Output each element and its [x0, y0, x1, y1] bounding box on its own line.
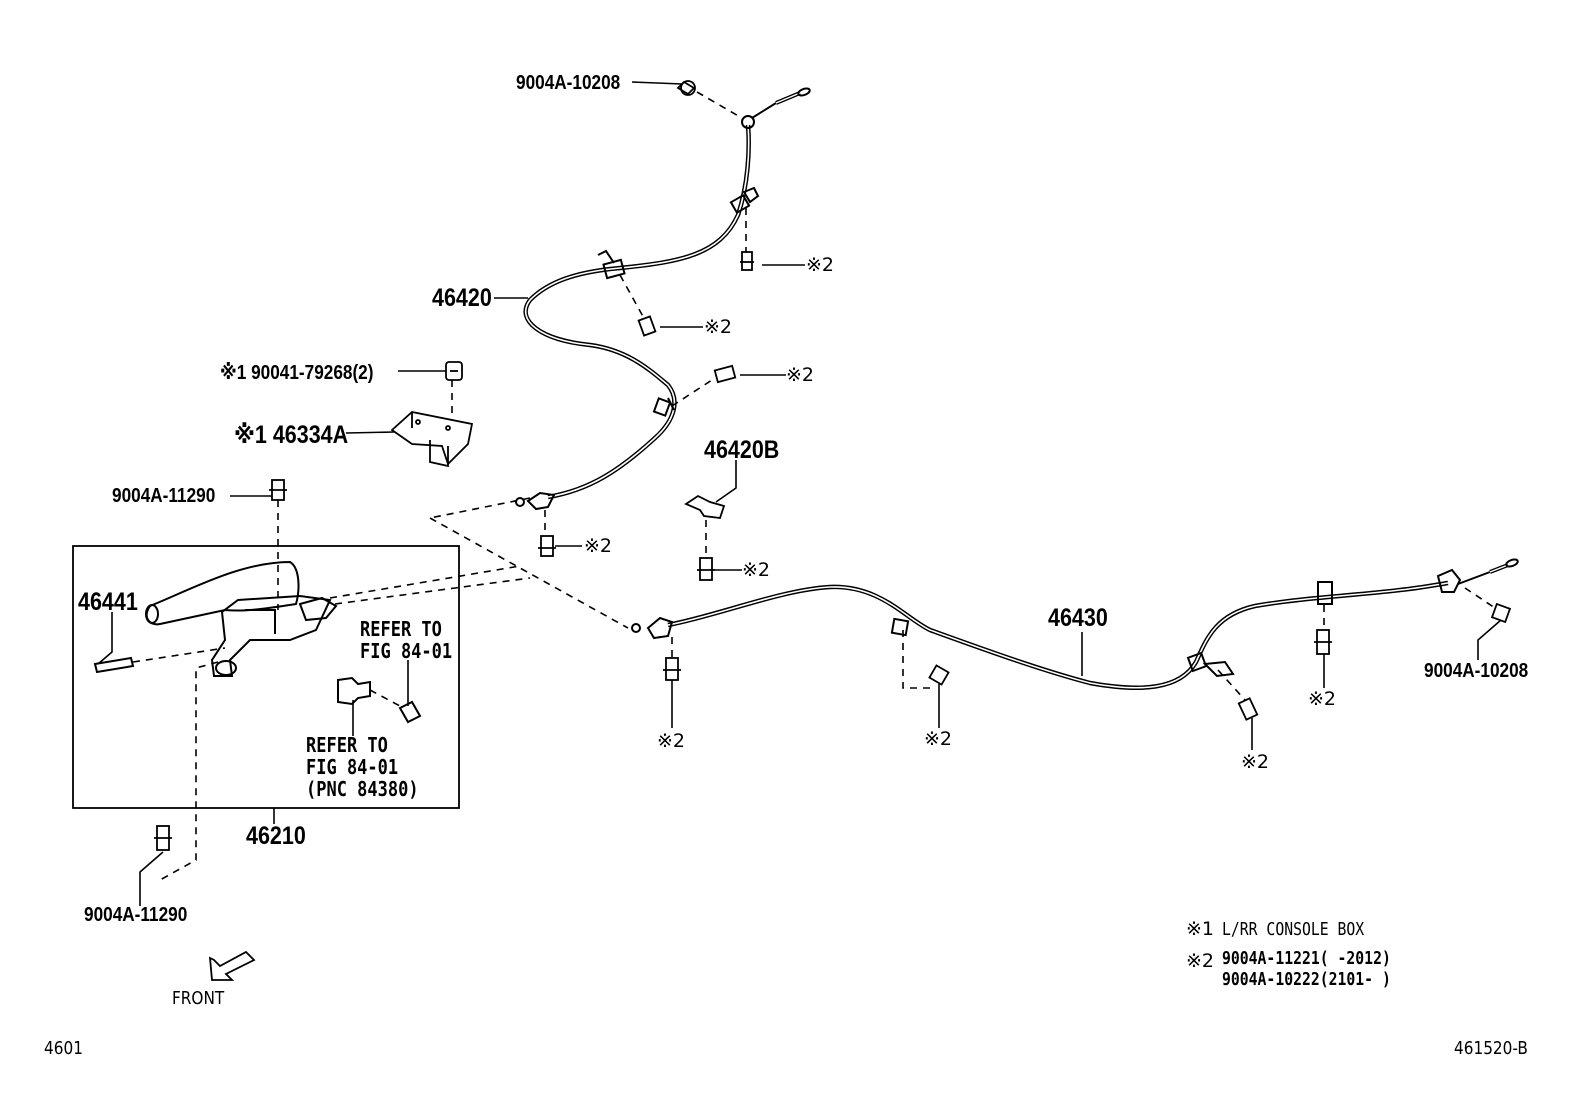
mark-2: ※2	[584, 535, 613, 557]
label-9004A-10208-top[interactable]: 9004A-10208	[516, 72, 621, 94]
mark-2: ※2	[786, 364, 815, 386]
bolt-group	[154, 80, 1512, 851]
note-2-line1[interactable]: 9004A-11221( -2012)	[1222, 948, 1391, 969]
cable-46430	[631, 558, 1519, 691]
bolt-mid-1	[637, 315, 657, 337]
label-9004A-11290-top[interactable]: 9004A-11290	[112, 485, 216, 507]
bolt-46430-mid	[928, 664, 950, 686]
bolt-46430-rear-2	[1237, 697, 1259, 721]
label-46420B[interactable]: 46420B	[704, 436, 780, 464]
bolt-46430-rear-1	[1314, 629, 1332, 655]
label-46210[interactable]: 46210	[246, 822, 306, 850]
note-2-line2[interactable]: 9004A-10222(2101- )	[1222, 969, 1391, 990]
bracket-46420B	[684, 494, 726, 519]
mark-2: ※2	[1308, 688, 1337, 710]
refer-label-2-line1[interactable]: REFER TO	[306, 733, 388, 757]
mark-2: ※2	[657, 730, 686, 752]
bolt-top-10208	[676, 80, 696, 96]
footer-right-code: 461520-B	[1454, 1038, 1528, 1059]
label-46441[interactable]: 46441	[78, 588, 138, 616]
label-9004A-11290-bottom[interactable]: 9004A-11290	[84, 904, 188, 926]
label-9004A-10208-right[interactable]: 9004A-10208	[1424, 660, 1529, 682]
bolt-mid-2	[713, 364, 737, 384]
cable-46420	[515, 87, 811, 511]
refer-label-2-line3[interactable]: (PNC 84380)	[306, 777, 419, 801]
refer-label-2-line2[interactable]: FIG 84-01	[306, 755, 399, 779]
bolt-46430-front	[663, 657, 681, 681]
refer-label-1-line1[interactable]: REFER TO	[360, 617, 442, 641]
front-label: FRONT	[172, 988, 225, 1009]
label-46334A[interactable]: ※1 46334A	[234, 421, 349, 449]
label-46430[interactable]: 46430	[1048, 604, 1108, 632]
label-console-nut[interactable]: ※1 90041-79268(2)	[220, 362, 374, 384]
bolt-11290-bottom	[154, 825, 172, 851]
mark-2: ※2	[704, 316, 733, 338]
bolt-upper-clip	[740, 251, 754, 271]
bolt-lower-front	[538, 535, 556, 557]
note-1-mark: ※1	[1186, 918, 1215, 940]
mark-2: ※2	[806, 254, 835, 276]
mark-2: ※2	[924, 728, 953, 750]
footer-left-code: 4601	[44, 1038, 83, 1059]
mark-2: ※2	[742, 559, 771, 581]
dashed-lines	[132, 91, 1496, 881]
label-46420[interactable]: 46420	[432, 284, 492, 312]
note-2-mark: ※2	[1186, 950, 1215, 972]
refer-label-1-line2[interactable]: FIG 84-01	[360, 639, 453, 663]
bracket-46334A	[390, 411, 474, 468]
nut-console	[445, 361, 463, 381]
lever-assembly	[72, 545, 460, 809]
leader-lines	[97, 81, 1502, 906]
bolt-11290-top	[269, 479, 287, 501]
note-1-text: L/RR CONSOLE BOX	[1222, 919, 1365, 940]
bolt-46420b	[697, 557, 715, 581]
mark-2: ※2	[1241, 751, 1270, 773]
front-arrow-icon	[208, 950, 256, 981]
bolt-right-10208	[1490, 602, 1512, 624]
